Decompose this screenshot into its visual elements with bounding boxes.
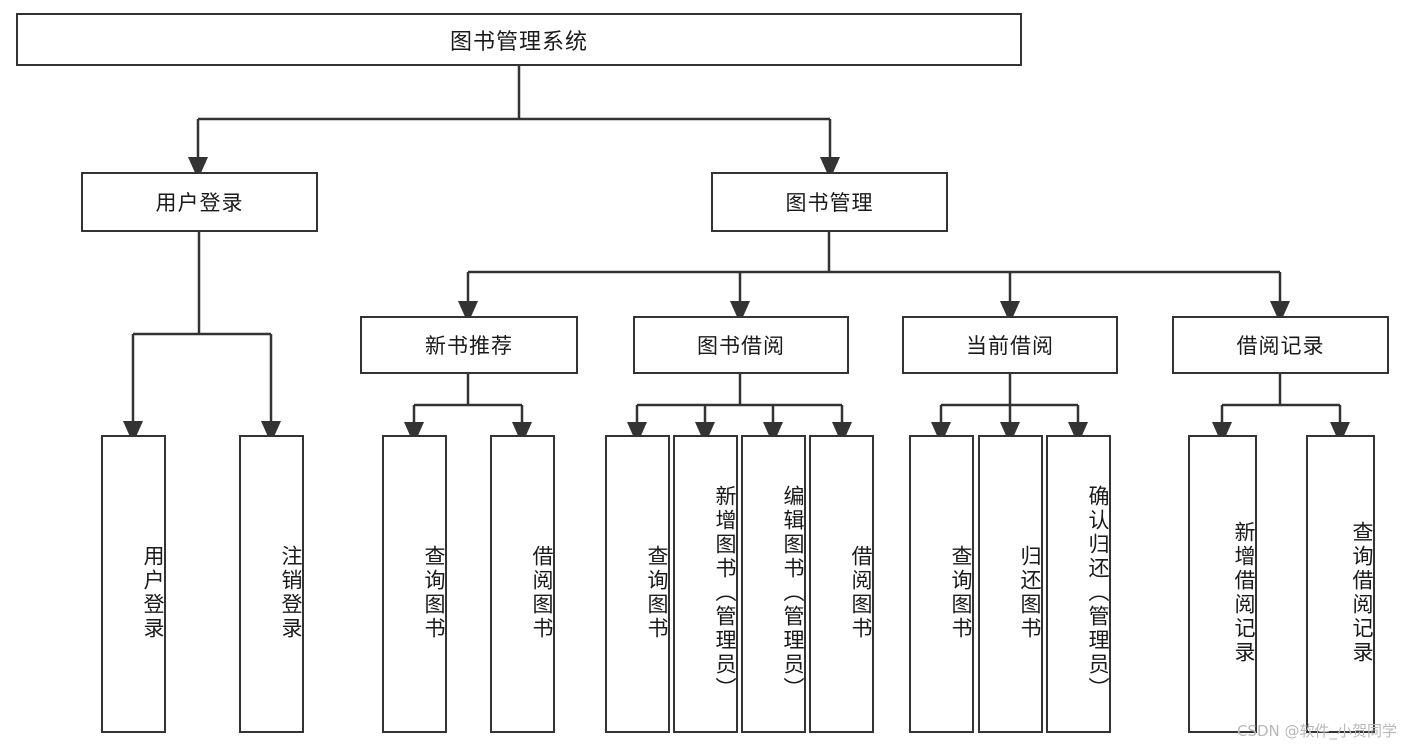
leaf-new-books-borrow[interactable]: 借阅图书 (490, 435, 555, 733)
leaf-current-return[interactable]: 归还图书 (978, 435, 1043, 733)
leaf-user-login-logout[interactable]: 注销登录 (239, 435, 304, 733)
leaf-records-add[interactable]: 新增借阅记录 (1188, 435, 1257, 733)
leaf-borrow-edit-book[interactable]: 编辑图书（管理员） (741, 435, 806, 733)
leaf-records-query[interactable]: 查询借阅记录 (1306, 435, 1375, 733)
watermark: CSDN @软件_小贺同学 (1236, 722, 1397, 740)
leaf-borrow-add-book[interactable]: 新增图书（管理员） (673, 435, 738, 733)
leaf-borrow-query[interactable]: 查询图书 (605, 435, 670, 733)
node-borrow-records[interactable]: 借阅记录 (1172, 316, 1389, 374)
node-book-management[interactable]: 图书管理 (711, 172, 948, 232)
node-current-borrow[interactable]: 当前借阅 (902, 316, 1118, 374)
node-root[interactable]: 图书管理系统 (16, 13, 1022, 66)
node-new-book-recommend[interactable]: 新书推荐 (360, 316, 578, 374)
node-user-login[interactable]: 用户登录 (81, 172, 318, 232)
leaf-new-books-query[interactable]: 查询图书 (382, 435, 447, 733)
leaf-current-confirm-return[interactable]: 确认归还（管理员） (1046, 435, 1111, 733)
node-book-borrow[interactable]: 图书借阅 (633, 316, 849, 374)
leaf-borrow-borrow-book[interactable]: 借阅图书 (809, 435, 874, 733)
leaf-current-query[interactable]: 查询图书 (909, 435, 974, 733)
leaf-user-login-login[interactable]: 用户登录 (101, 435, 166, 733)
